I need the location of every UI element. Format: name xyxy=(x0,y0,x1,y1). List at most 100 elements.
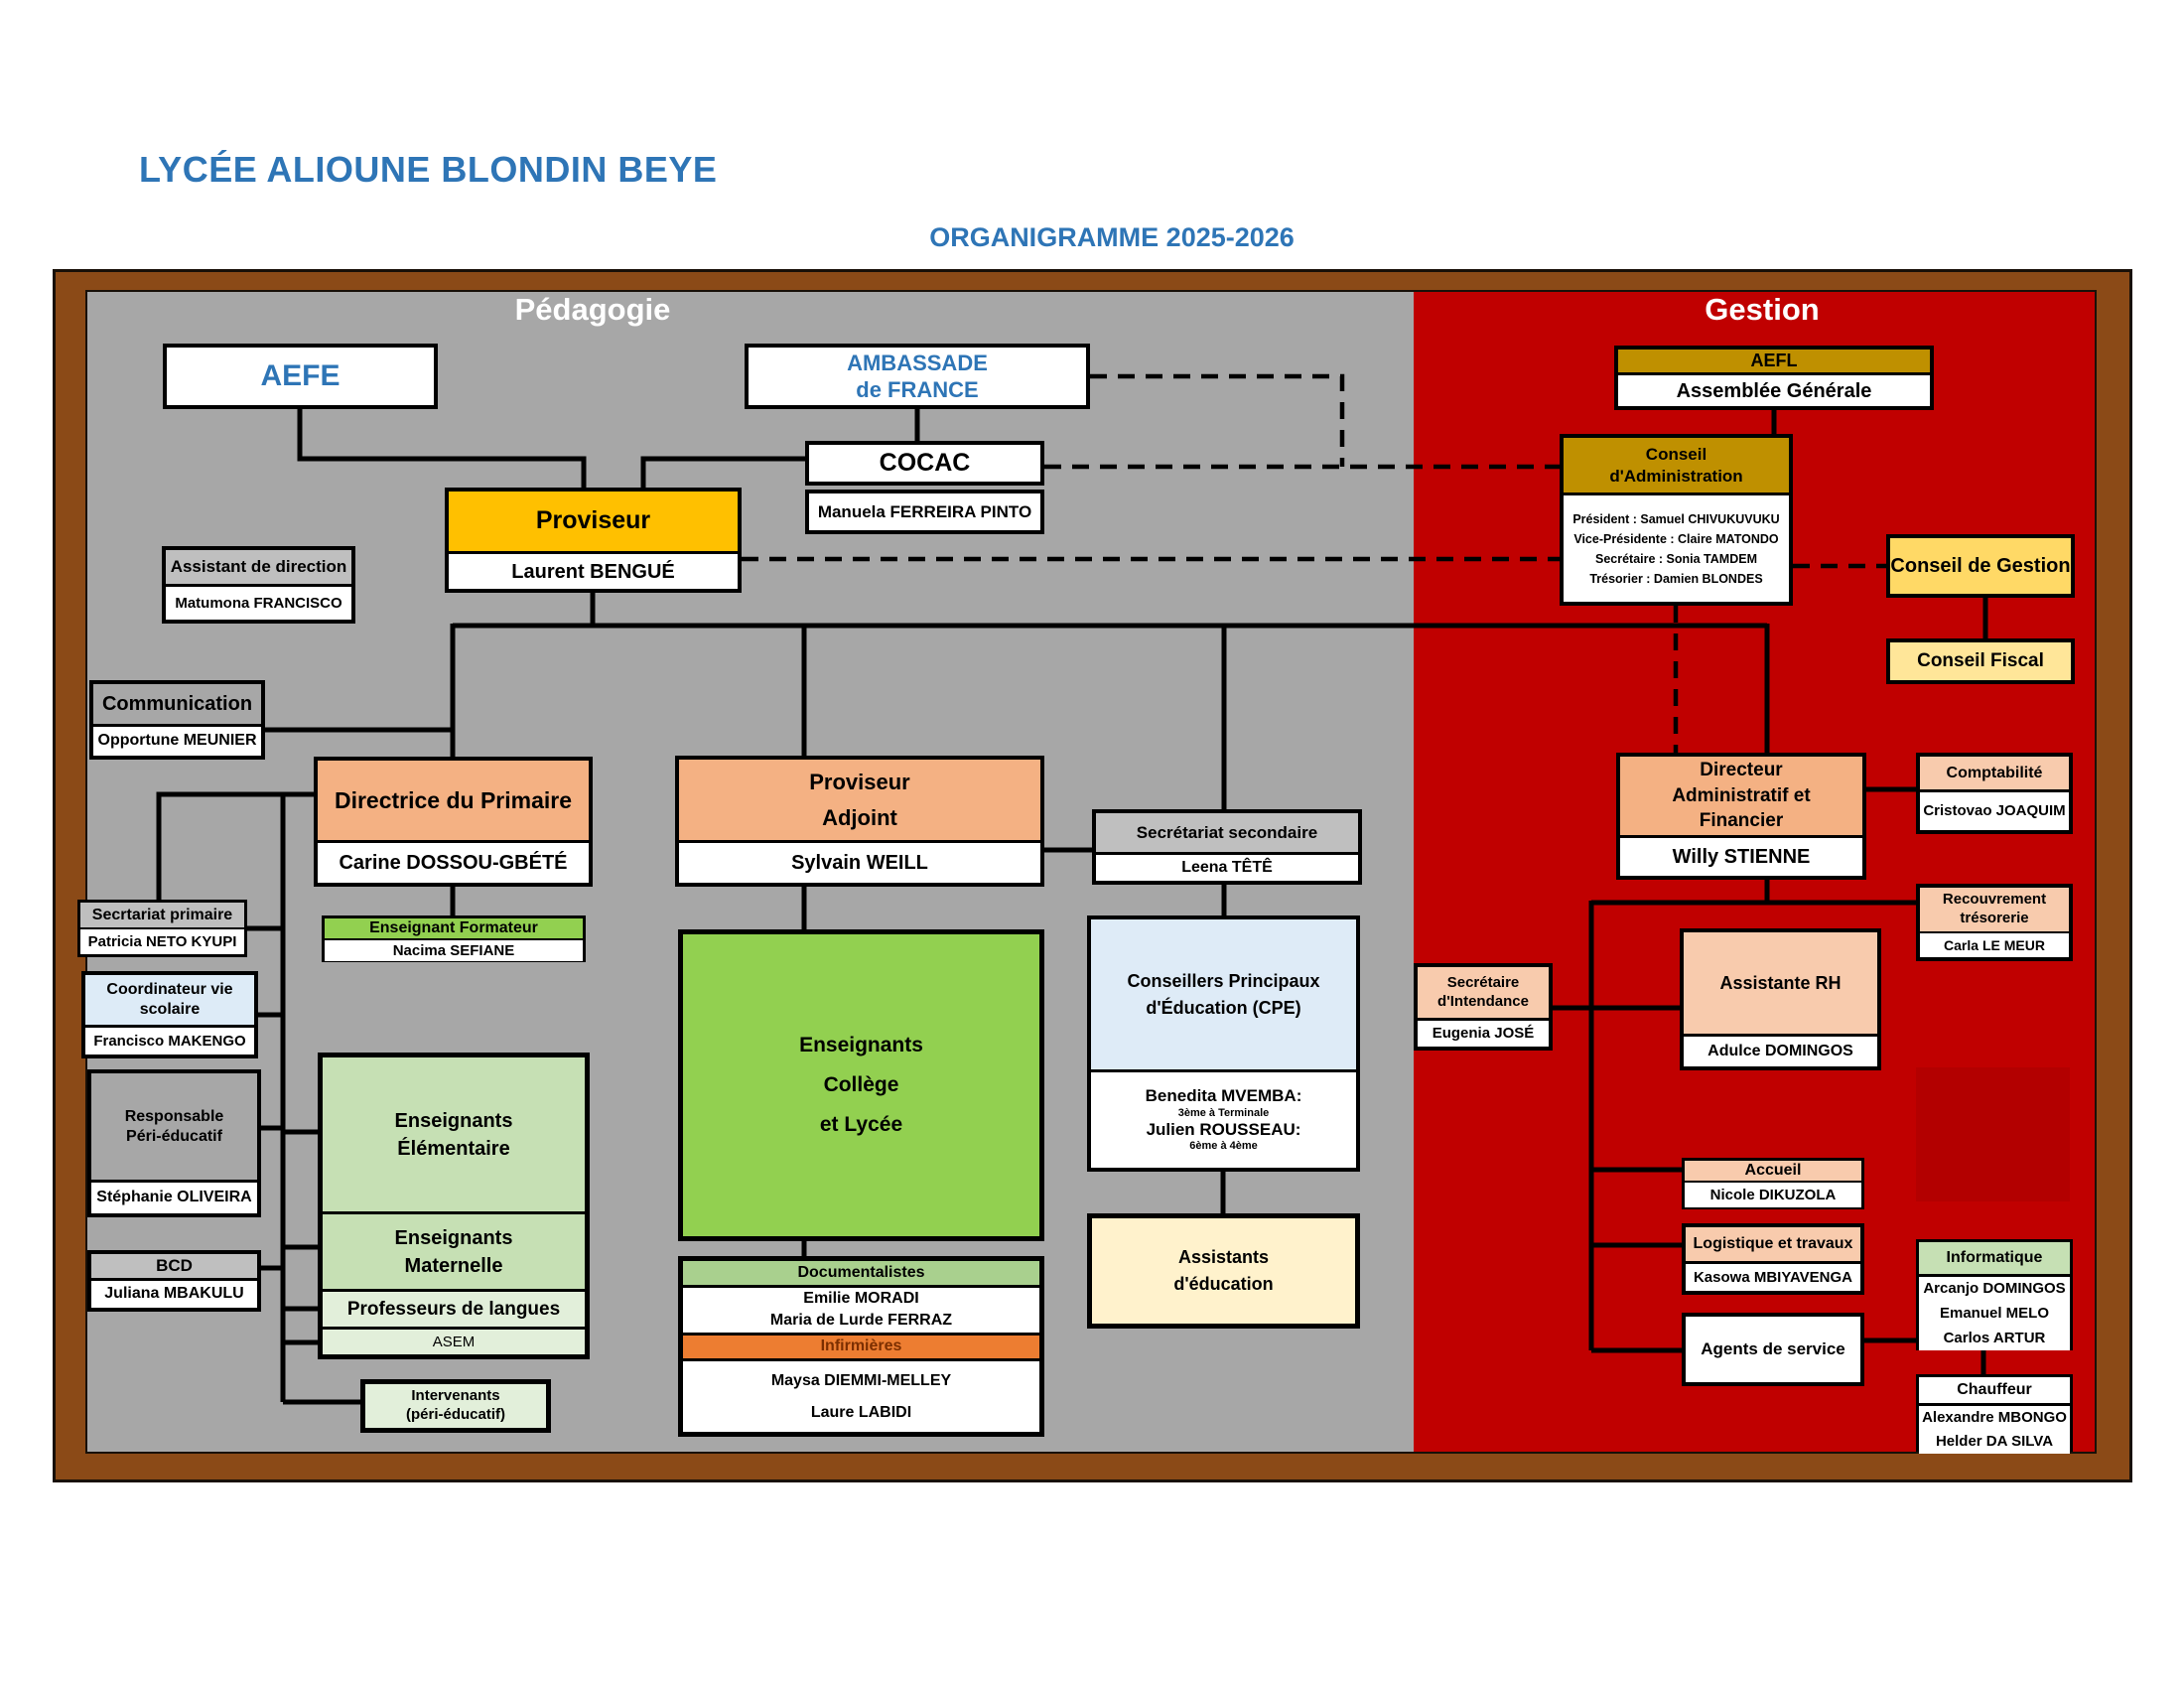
chauffeur-names: Alexandre MBONGO Helder DA SILVA xyxy=(1919,1403,2070,1454)
comptabilite-title: Comptabilité xyxy=(1920,757,2069,789)
cpe-title: Conseillers Principaux d'Éducation (CPE) xyxy=(1091,919,1356,1069)
logistique-name: Kasowa MBIYAVENGA xyxy=(1686,1261,1860,1291)
node-assistants-education: Assistants d'éducation xyxy=(1087,1213,1360,1329)
recouvrement-name: Carla LE MEUR xyxy=(1920,931,2069,957)
page-subtitle: ORGANIGRAMME 2025-2026 xyxy=(929,222,1295,252)
proviseur-name: Laurent BENGUÉ xyxy=(449,551,738,589)
node-proviseur-adjoint: Proviseur Adjoint Sylvain WEILL xyxy=(675,756,1044,887)
secretariat-primaire-title: Secrtariat primaire xyxy=(80,903,244,927)
coordinateur-title: Coordinateur vie scolaire xyxy=(85,975,254,1025)
secretaire-intendance-name: Eugenia JOSÉ xyxy=(1418,1018,1549,1047)
node-bcd: BCD Juliana MBAKULU xyxy=(87,1250,261,1312)
intervenants-title: Intervenants (péri-éducatif) xyxy=(365,1384,546,1428)
assistant-direction-name: Matumona FRANCISCO xyxy=(166,584,351,620)
accueil-name: Nicole DIKUZOLA xyxy=(1685,1181,1861,1207)
conseil-administration-title: Conseil d'Administration xyxy=(1564,438,1789,492)
responsable-peri-title: Responsable Péri-éducatif xyxy=(91,1073,257,1180)
documentalistes-title: Documentalistes xyxy=(683,1261,1039,1285)
node-secretariat-secondaire: Secrétariat secondaire Leena TÊTÊ xyxy=(1092,809,1362,885)
bcd-title: BCD xyxy=(91,1254,257,1278)
node-aefl: AEFL Assemblée Générale xyxy=(1614,346,1934,410)
node-secretariat-primaire: Secrtariat primaire Patricia NETO KYUPI xyxy=(77,900,247,957)
communication-title: Communication xyxy=(93,684,261,724)
asem: ASEM xyxy=(323,1327,585,1354)
node-aefe: AEFE xyxy=(163,344,438,409)
daf-title: Directeur Administratif et Financier xyxy=(1620,757,1862,835)
bcd-name: Juliana MBAKULU xyxy=(91,1278,257,1308)
recouvrement-title: Recouvrement trésorerie xyxy=(1920,888,2069,931)
directrice-title: Directrice du Primaire xyxy=(318,761,589,840)
node-assistante-rh: Assistante RH Adulce DOMINGOS xyxy=(1680,928,1881,1070)
node-assistant-direction: Assistant de direction Matumona FRANCISC… xyxy=(162,546,355,624)
professeurs-langues: Professeurs de langues xyxy=(323,1289,585,1327)
enseignant-formateur-name: Nacima SEFIANE xyxy=(325,938,583,961)
assistants-education-title: Assistants d'éducation xyxy=(1092,1218,1355,1324)
enseignant-formateur-title: Enseignant Formateur xyxy=(325,918,583,938)
comptabilite-name: Cristovao JOAQUIM xyxy=(1920,789,2069,830)
secretariat-secondaire-name: Leena TÊTÊ xyxy=(1096,852,1358,881)
section-header-gestion: Gestion xyxy=(1705,292,1820,327)
node-cpe: Conseillers Principaux d'Éducation (CPE)… xyxy=(1087,915,1360,1172)
secretariat-primaire-name: Patricia NETO KYUPI xyxy=(80,927,244,954)
node-accueil: Accueil Nicole DIKUZOLA xyxy=(1682,1158,1864,1209)
node-recouvrement: Recouvrement trésorerie Carla LE MEUR xyxy=(1916,884,2073,961)
enseignants-maternelle: Enseignants Maternelle xyxy=(323,1211,585,1289)
cpe-names: Benedita MVEMBA: 3ème à Terminale Julien… xyxy=(1091,1069,1356,1168)
node-docs-infirmieres-group: Documentalistes Emilie MORADI Maria de L… xyxy=(678,1256,1044,1437)
logistique-title: Logistique et travaux xyxy=(1686,1227,1860,1261)
node-enseignants-college: Enseignants Collège et Lycée xyxy=(678,929,1044,1241)
cocac-title: COCAC xyxy=(879,448,971,477)
page-title: LYCÉE ALIOUNE BLONDIN BEYE xyxy=(139,149,718,190)
node-conseil-fiscal: Conseil Fiscal xyxy=(1886,638,2075,684)
node-cocac-name: Manuela FERREIRA PINTO xyxy=(805,490,1044,534)
node-agents-service: Agents de service xyxy=(1682,1313,1864,1386)
proviseur-adjoint-title: Proviseur Adjoint xyxy=(679,760,1040,840)
node-proviseur: Proviseur Laurent BENGUÉ xyxy=(445,488,742,593)
node-conseil-administration: Conseil d'Administration Président : Sam… xyxy=(1560,434,1793,606)
aefe-title: AEFE xyxy=(260,359,341,393)
secretaire-intendance-title: Secrétaire d'Intendance xyxy=(1418,967,1549,1018)
aefl-title: AEFL xyxy=(1618,350,1930,372)
conseil-fiscal-title: Conseil Fiscal xyxy=(1890,642,2071,680)
node-coordinateur-vie-scolaire: Coordinateur vie scolaire Francisco MAKE… xyxy=(81,971,258,1058)
daf-name: Willy STIENNE xyxy=(1620,835,1862,876)
enseignants-college-title: Enseignants Collège et Lycée xyxy=(683,934,1039,1236)
node-enseignant-formateur: Enseignant Formateur Nacima SEFIANE xyxy=(322,915,586,962)
infirmieres-names: Maysa DIEMMI-MELLEY Laure LABIDI xyxy=(683,1357,1039,1432)
assistante-rh-name: Adulce DOMINGOS xyxy=(1684,1034,1877,1066)
conseil-gestion-title: Conseil de Gestion xyxy=(1890,538,2071,594)
coordinateur-name: Francisco MAKENGO xyxy=(85,1025,254,1055)
node-secretaire-intendance: Secrétaire d'Intendance Eugenia JOSÉ xyxy=(1414,963,1553,1051)
node-conseil-gestion: Conseil de Gestion xyxy=(1886,534,2075,598)
node-enseignants-group: Enseignants Élémentaire Enseignants Mate… xyxy=(318,1053,590,1359)
accueil-title: Accueil xyxy=(1685,1161,1861,1181)
node-chauffeur: Chauffeur Alexandre MBONGO Helder DA SIL… xyxy=(1916,1374,2073,1454)
ambassade-title: AMBASSADE de FRANCE xyxy=(847,350,988,403)
agents-service-title: Agents de service xyxy=(1686,1317,1860,1382)
node-directrice-primaire: Directrice du Primaire Carine DOSSOU-GBÉ… xyxy=(314,757,593,887)
aefl-name: Assemblée Générale xyxy=(1618,372,1930,406)
assistant-direction-title: Assistant de direction xyxy=(166,550,351,584)
node-intervenants: Intervenants (péri-éducatif) xyxy=(360,1379,551,1433)
node-cocac-title: COCAC xyxy=(805,441,1044,486)
directrice-name: Carine DOSSOU-GBÉTÉ xyxy=(318,840,589,883)
secretariat-secondaire-title: Secrétariat secondaire xyxy=(1096,813,1358,852)
node-communication: Communication Opportune MEUNIER xyxy=(89,680,265,760)
node-comptabilite: Comptabilité Cristovao JOAQUIM xyxy=(1916,753,2073,834)
section-header-pedagogie: Pédagogie xyxy=(514,292,671,327)
enseignants-elementaire: Enseignants Élémentaire xyxy=(323,1057,585,1211)
node-logistique: Logistique et travaux Kasowa MBIYAVENGA xyxy=(1682,1223,1864,1295)
conseil-administration-members: Président : Samuel CHIVUKUVUKU Vice-Prés… xyxy=(1564,492,1789,602)
assistante-rh-title: Assistante RH xyxy=(1684,932,1877,1034)
cocac-name: Manuela FERREIRA PINTO xyxy=(817,501,1032,521)
communication-name: Opportune MEUNIER xyxy=(93,724,261,756)
chauffeur-title: Chauffeur xyxy=(1919,1377,2070,1403)
empty-placeholder-box xyxy=(1916,1067,2070,1201)
node-daf: Directeur Administratif et Financier Wil… xyxy=(1616,753,1866,880)
proviseur-title: Proviseur xyxy=(449,492,738,551)
informatique-title: Informatique xyxy=(1919,1242,2070,1274)
node-informatique: Informatique Arcanjo DOMINGOS Emanuel ME… xyxy=(1916,1239,2073,1351)
informatique-names: Arcanjo DOMINGOS Emanuel MELO Carlos ART… xyxy=(1919,1274,2070,1351)
